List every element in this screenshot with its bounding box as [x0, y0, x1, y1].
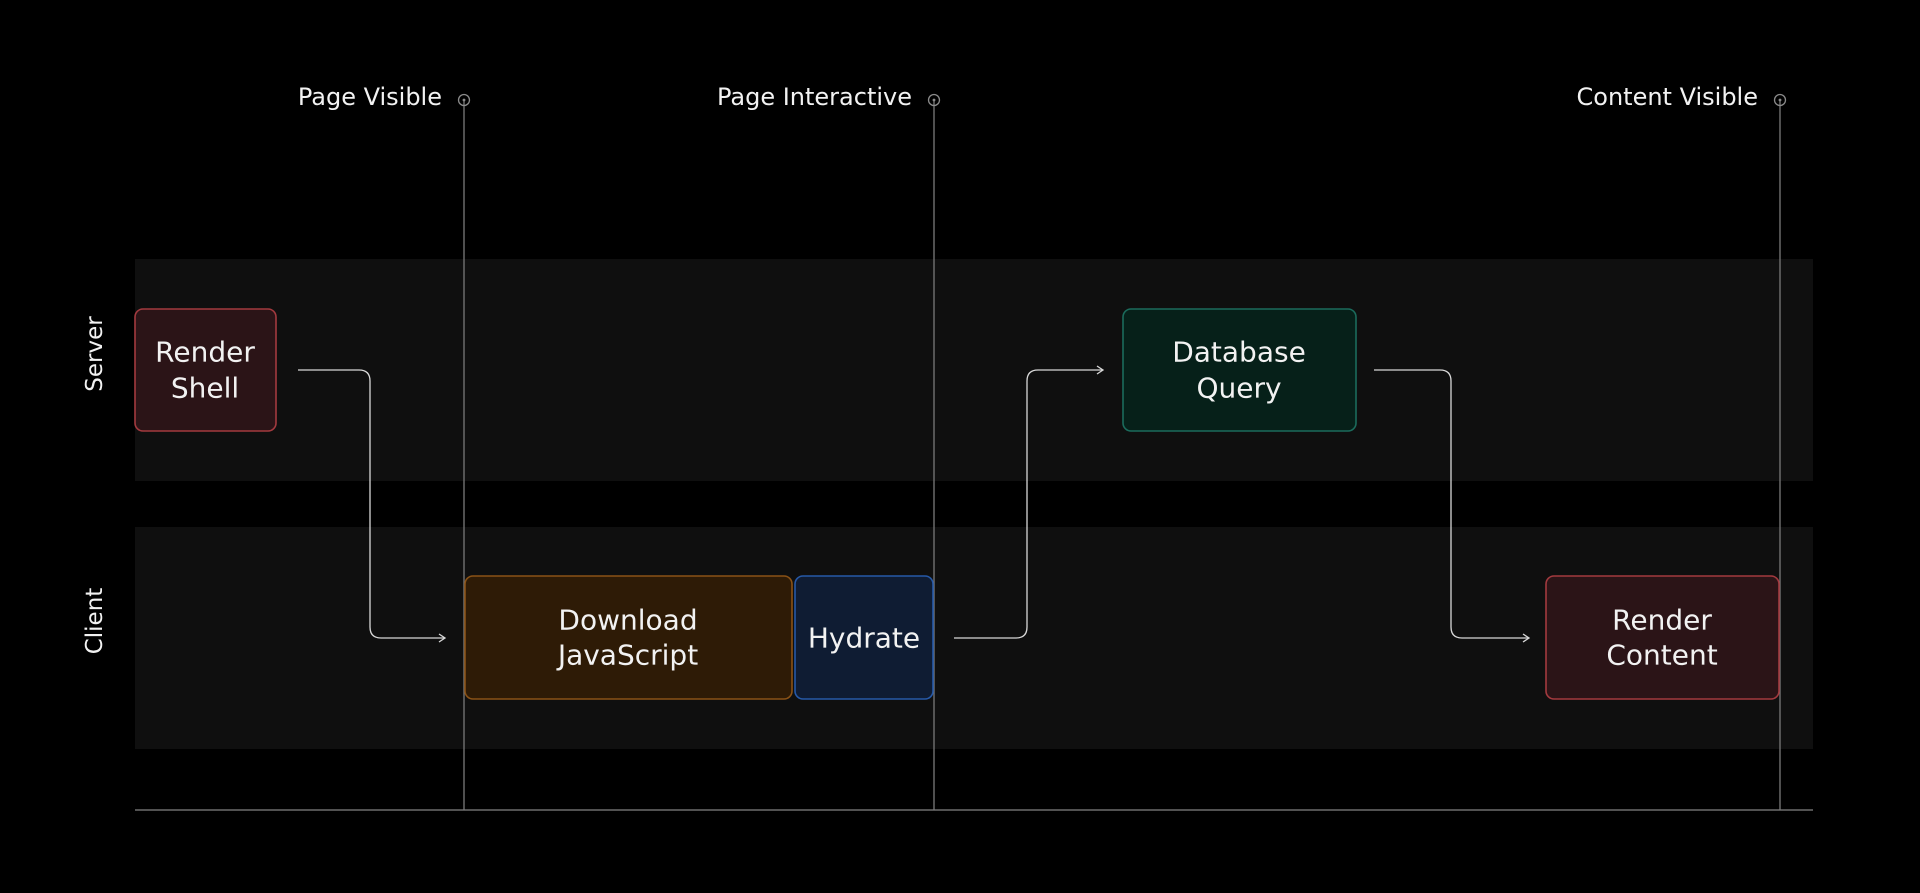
step-box-render-content [1546, 576, 1779, 699]
step-label-render-shell-line-1: Render [155, 336, 255, 369]
step-render-content: Render Content [1546, 576, 1779, 699]
step-label-hydrate: Hydrate [808, 622, 920, 655]
step-label-render-shell-line-2: Shell [171, 372, 239, 405]
marker-dot-center-content-visible [1779, 99, 1782, 102]
step-label-download-javascript-line-1: Download [558, 604, 697, 637]
lane-label-server: Server [82, 316, 108, 392]
step-label-download-javascript-line-2: JavaScript [556, 639, 698, 672]
marker-label-page-interactive: Page Interactive [717, 83, 912, 111]
step-box-render-shell [135, 309, 276, 431]
step-label-database-query-line-1: Database [1172, 336, 1306, 369]
marker-label-page-visible: Page Visible [298, 83, 442, 111]
step-label-render-content-line-1: Render [1612, 604, 1712, 637]
step-box-database-query [1123, 309, 1356, 431]
marker-label-content-visible: Content Visible [1577, 83, 1758, 111]
step-download-javascript: Download JavaScript [465, 576, 792, 699]
marker-dot-center-page-visible [463, 99, 466, 102]
step-render-shell: Render Shell [135, 309, 276, 431]
step-hydrate: Hydrate [795, 576, 933, 699]
step-label-database-query-line-2: Query [1196, 372, 1281, 405]
step-box-download-javascript [465, 576, 792, 699]
marker-dot-center-page-interactive [933, 99, 936, 102]
lane-server-band [135, 259, 1813, 481]
lane-label-client: Client [82, 588, 108, 655]
step-label-render-content-line-2: Content [1606, 639, 1717, 672]
step-database-query: Database Query [1123, 309, 1356, 431]
